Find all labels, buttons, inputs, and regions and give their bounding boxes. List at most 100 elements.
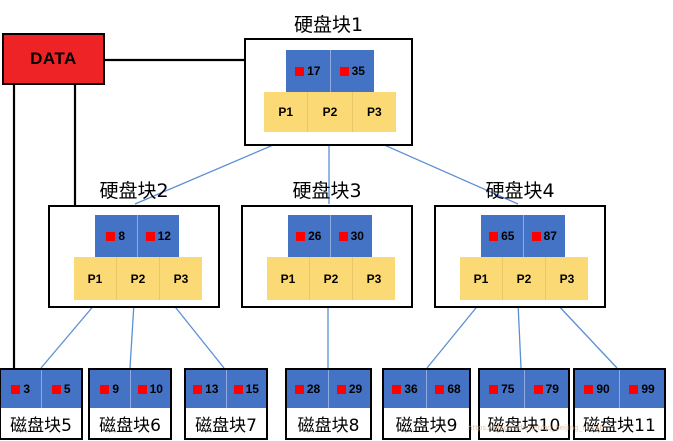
- key-value: 12: [157, 229, 171, 243]
- key-cell[interactable]: 29: [329, 370, 370, 408]
- key-cell[interactable]: 87: [524, 215, 566, 257]
- leaf-disk-block-9[interactable]: 36 68 磁盘块9: [382, 368, 471, 440]
- leaf-keys: 75 79: [480, 370, 568, 408]
- leaf-keys: 90 99: [575, 370, 664, 408]
- node-disk-block-2[interactable]: 8 12 P1 P2 P3: [48, 205, 220, 308]
- key-value: 9: [112, 382, 120, 396]
- pointer-cell-p1[interactable]: P1: [74, 257, 117, 300]
- data-box-label: DATA: [30, 49, 77, 68]
- key-cell[interactable]: 36: [384, 370, 427, 408]
- key-marker-icon: [193, 384, 203, 394]
- leaf-keys: 28 29: [287, 370, 370, 408]
- key-cell[interactable]: 68: [427, 370, 469, 408]
- key-marker-icon: [294, 384, 304, 394]
- leaf-disk-block-5[interactable]: 3 5 磁盘块5: [0, 368, 83, 440]
- leaf-label: 磁盘块5: [1, 408, 81, 438]
- node-title-disk-block-4: 硬盘块4: [485, 180, 555, 202]
- key-marker-icon: [629, 384, 639, 394]
- leaf-disk-block-10[interactable]: 75 79 磁盘块10: [478, 368, 570, 440]
- data-box[interactable]: DATA: [2, 33, 105, 85]
- key-cell[interactable]: 99: [620, 370, 664, 408]
- key-marker-icon: [336, 384, 346, 394]
- key-marker-icon: [489, 384, 499, 394]
- key-value: 75: [501, 382, 515, 396]
- node-root-keys: 17 35: [286, 50, 374, 92]
- key-marker-icon: [106, 231, 116, 241]
- pointer-cell-p2[interactable]: P2: [117, 257, 160, 300]
- leaf-label: 磁盘块8: [287, 408, 370, 438]
- key-value: 68: [447, 382, 461, 396]
- connector-node4-p1: [426, 302, 481, 369]
- leaf-disk-block-8[interactable]: 28 29 磁盘块8: [285, 368, 372, 440]
- node-2-pointers: P1 P2 P3: [74, 257, 202, 300]
- key-value: 29: [348, 382, 363, 396]
- key-cell[interactable]: 35: [331, 50, 375, 92]
- key-value: 87: [543, 229, 557, 243]
- leaf-keys: 36 68: [384, 370, 469, 408]
- node-title-root: 硬盘块1: [293, 14, 364, 36]
- pointer-cell-p1[interactable]: P1: [264, 92, 309, 132]
- leaf-label: 磁盘块7: [186, 408, 266, 438]
- key-value: 26: [308, 229, 322, 243]
- leaf-keys: 13 15: [186, 370, 266, 408]
- key-cell[interactable]: 13: [186, 370, 227, 408]
- key-value: 3: [23, 382, 31, 396]
- key-cell[interactable]: 15: [227, 370, 267, 408]
- key-cell[interactable]: 30: [331, 215, 373, 257]
- key-cell[interactable]: 26: [288, 215, 331, 257]
- key-value: 8: [118, 229, 126, 243]
- key-marker-icon: [145, 231, 155, 241]
- pointer-cell-p1[interactable]: P1: [460, 257, 503, 300]
- key-cell[interactable]: 17: [286, 50, 331, 92]
- key-value: 13: [205, 382, 219, 396]
- key-value: 65: [501, 229, 515, 243]
- key-cell[interactable]: 90: [575, 370, 620, 408]
- connector-node2-p1: [40, 302, 97, 369]
- leaf-disk-block-7[interactable]: 13 15 磁盘块7: [184, 368, 268, 440]
- key-marker-icon: [137, 384, 147, 394]
- pointer-cell-p2[interactable]: P2: [310, 257, 353, 300]
- pointer-cell-p1[interactable]: P1: [267, 257, 310, 300]
- key-cell[interactable]: 10: [131, 370, 171, 408]
- key-cell[interactable]: 5: [42, 370, 82, 408]
- key-cell[interactable]: 12: [138, 215, 180, 257]
- node-disk-block-3[interactable]: 26 30 P1 P2 P3: [241, 205, 413, 308]
- key-marker-icon: [11, 384, 21, 394]
- key-marker-icon: [392, 384, 402, 394]
- key-cell[interactable]: 8: [95, 215, 138, 257]
- node-3-pointers: P1 P2 P3: [267, 257, 395, 300]
- key-value: 79: [545, 382, 559, 396]
- pointer-cell-p3[interactable]: P3: [559, 271, 575, 286]
- leaf-disk-block-6[interactable]: 9 10 磁盘块6: [88, 368, 172, 440]
- leaf-keys: 9 10: [90, 370, 170, 408]
- pointer-cell-p3[interactable]: P3: [173, 271, 189, 286]
- key-marker-icon: [100, 384, 110, 394]
- key-value: 15: [245, 382, 259, 396]
- pointer-cell-p3[interactable]: P3: [366, 105, 382, 119]
- key-cell[interactable]: 65: [481, 215, 524, 257]
- node-2-keys: 8 12: [95, 215, 179, 257]
- key-value: 36: [404, 382, 418, 396]
- key-value: 30: [350, 229, 364, 243]
- key-marker-icon: [531, 231, 541, 241]
- key-cell[interactable]: 9: [90, 370, 131, 408]
- key-cell[interactable]: 79: [525, 370, 569, 408]
- connector-node2-p3: [171, 302, 225, 369]
- key-value: 90: [596, 382, 610, 396]
- pointer-cell-p2[interactable]: P2: [503, 257, 546, 300]
- key-marker-icon: [296, 231, 306, 241]
- key-cell[interactable]: 28: [287, 370, 329, 408]
- leaf-keys: 3 5: [1, 370, 81, 408]
- node-disk-block-4[interactable]: 65 87 P1 P2 P3: [434, 205, 606, 308]
- pointer-cell-p3[interactable]: P3: [366, 271, 382, 286]
- key-marker-icon: [295, 66, 305, 76]
- watermark-text: https://blog.csdn.net/qq_beijing_novab: [468, 424, 604, 432]
- pointer-cell-p2[interactable]: P2: [308, 92, 353, 132]
- key-cell[interactable]: 75: [480, 370, 525, 408]
- leaf-disk-block-11[interactable]: 90 99 磁盘块11: [573, 368, 666, 440]
- key-marker-icon: [489, 231, 499, 241]
- key-cell[interactable]: 3: [1, 370, 42, 408]
- key-marker-icon: [584, 384, 594, 394]
- key-marker-icon: [338, 231, 348, 241]
- node-disk-block-1[interactable]: 17 35 P1 P2 P3: [244, 38, 413, 146]
